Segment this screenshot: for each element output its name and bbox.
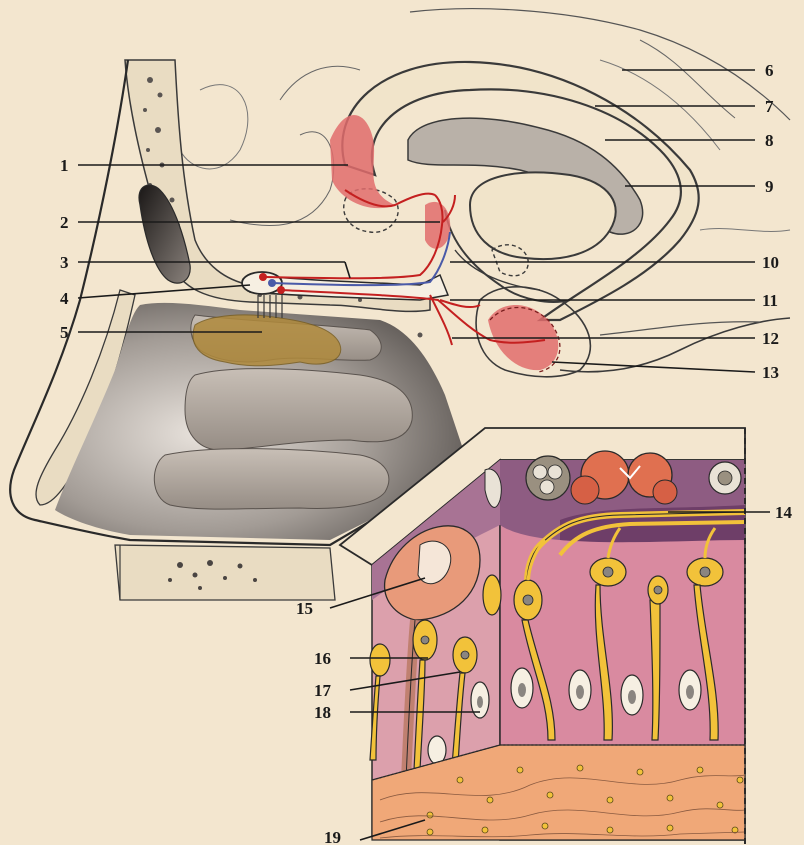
inferior-turbinate: [154, 449, 389, 510]
label-7: 7: [765, 97, 774, 116]
middle-turbinate: [185, 369, 412, 451]
label-14: 14: [775, 503, 793, 522]
label-4: 4: [60, 289, 69, 308]
label-17: 17: [314, 681, 332, 700]
label-3: 3: [60, 253, 69, 272]
label-2: 2: [60, 213, 69, 232]
label-11: 11: [762, 291, 778, 310]
label-5: 5: [60, 323, 69, 342]
thalamus-outline: [470, 173, 616, 260]
label-18: 18: [314, 703, 331, 722]
label-13: 13: [762, 363, 779, 382]
label-6: 6: [765, 61, 774, 80]
label-19: 19: [324, 828, 341, 845]
label-15: 15: [296, 599, 313, 618]
hard-palate: [115, 545, 335, 600]
label-9: 9: [765, 177, 774, 196]
label-10: 10: [762, 253, 779, 272]
label-1: 1: [60, 156, 69, 175]
label-8: 8: [765, 131, 774, 150]
label-16: 16: [314, 649, 331, 668]
label-12: 12: [762, 329, 779, 348]
